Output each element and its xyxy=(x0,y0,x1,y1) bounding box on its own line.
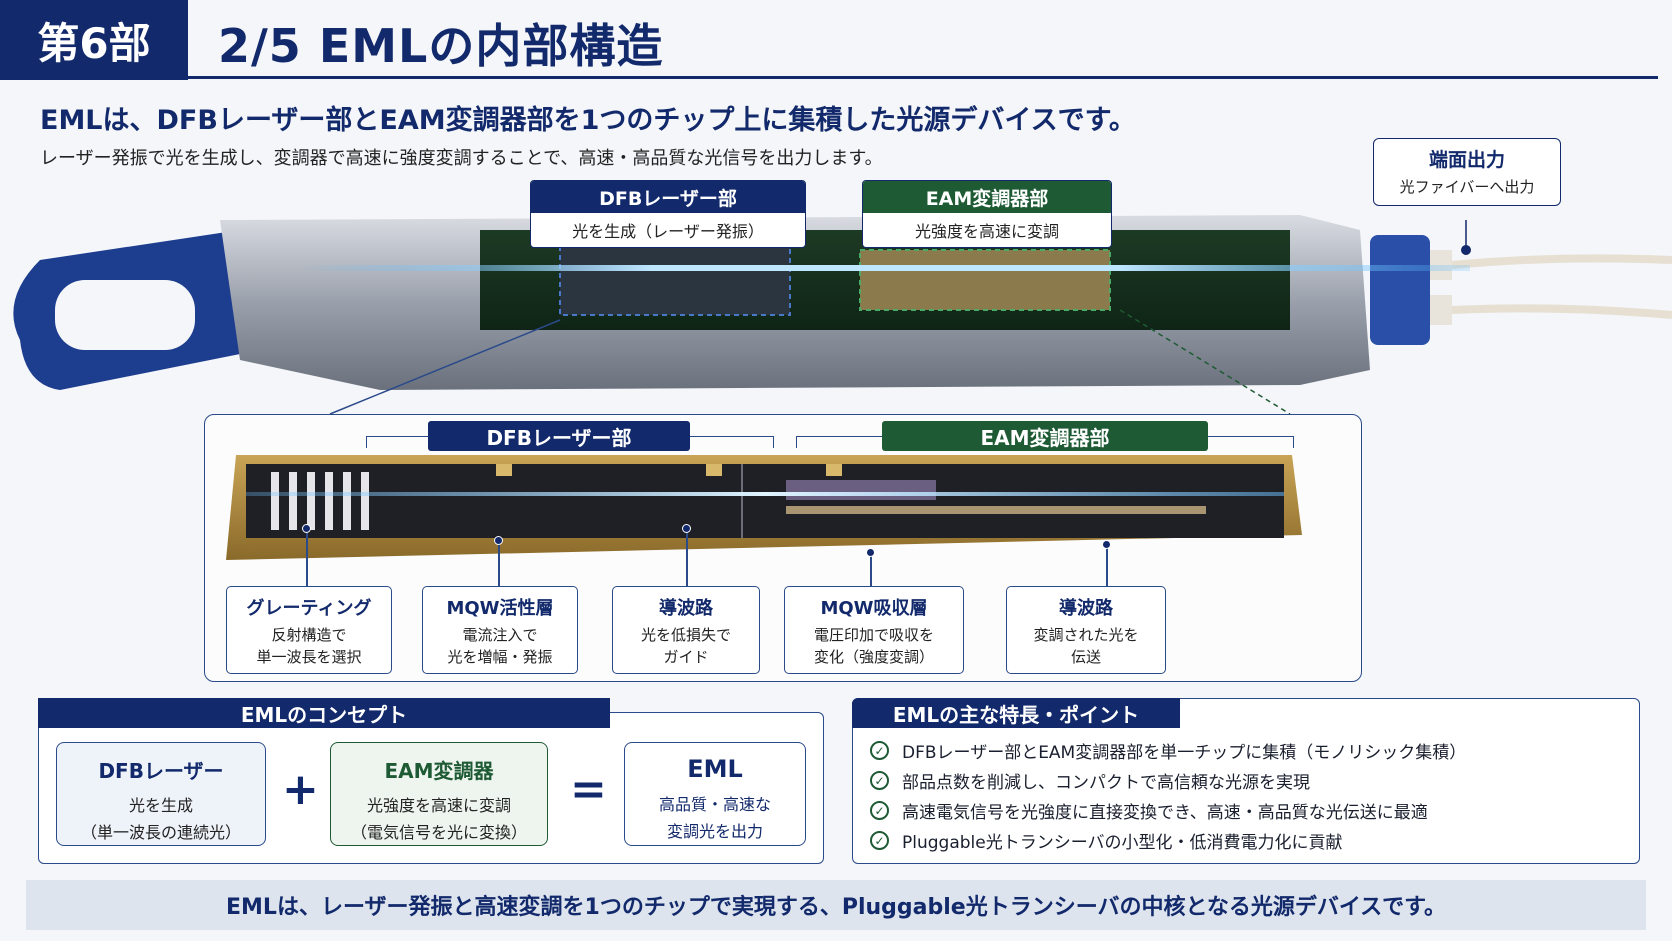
callout-grating: グレーティング 反射構造で 単一波長を選択 xyxy=(226,586,392,674)
concept-eml-box: EML 高品質・高速な 変調光を出力 xyxy=(624,742,806,846)
output-desc: 光ファイバーへ出力 xyxy=(1399,178,1535,196)
feature-item: ✓ DFBレーザー部とEAM変調器部を単一チップに集積（モノリシック集積） xyxy=(870,738,1466,763)
connector-line xyxy=(870,552,872,586)
callout-title: 導波路 xyxy=(1059,598,1113,619)
callout-title: グレーティング xyxy=(246,598,372,619)
concept-eam-line: 光強度を高速に変調 xyxy=(366,796,511,815)
callout-line: 変化（強度変調） xyxy=(813,648,934,666)
eml-chip-illustration xyxy=(226,455,1302,560)
plus-sign: + xyxy=(282,764,319,815)
callout-line: 変調された光を xyxy=(1033,626,1139,644)
callout-line: 単一波長を選択 xyxy=(256,648,362,666)
eam-module-desc: 光強度を高速に変調 xyxy=(914,222,1059,241)
headline: EMLは、DFBレーザー部とEAM変調器部を1つのチップ上に集積した光源デバイス… xyxy=(40,105,1136,136)
connector-dot xyxy=(866,548,875,557)
concept-dfb-line: （単一波長の連続光） xyxy=(80,823,241,842)
connector-line xyxy=(306,528,308,586)
output-title: 端面出力 xyxy=(1428,149,1505,171)
callout-title: 導波路 xyxy=(659,598,713,619)
check-icon: ✓ xyxy=(870,771,889,790)
connector-dot xyxy=(682,524,691,533)
connector-dot xyxy=(1102,540,1111,549)
callout-line: 電圧印加で吸収を xyxy=(813,626,934,644)
callout-line: 伝送 xyxy=(1070,648,1101,666)
callout-mqw-active: MQW活性層 電流注入で 光を増幅・発振 xyxy=(422,586,578,674)
feature-item: ✓ Pluggable光トランシーバの小型化・低消費電力化に貢献 xyxy=(870,828,1343,853)
header-rule xyxy=(188,76,1658,79)
dfb-module-desc: 光を生成（レーザー発振） xyxy=(572,222,764,241)
callout-line: ガイド xyxy=(663,648,709,666)
dfb-module-label: DFBレーザー部 光を生成（レーザー発振） xyxy=(530,180,806,248)
concept-title: EMLのコンセプト xyxy=(38,698,610,728)
check-icon: ✓ xyxy=(870,831,889,850)
callout-line: 電流注入で xyxy=(462,626,538,644)
concept-dfb-line: 光を生成 xyxy=(128,796,193,815)
chip-dfb-tag: DFBレーザー部 xyxy=(428,421,690,451)
optical-connector xyxy=(1370,235,1430,345)
part-badge: 第6部 xyxy=(0,0,188,80)
concept-dfb-box: DFBレーザー 光を生成 （単一波長の連続光） xyxy=(56,742,266,846)
concept-eam-line: （電気信号を光に変換） xyxy=(350,823,527,842)
feature-text: Pluggable光トランシーバの小型化・低消費電力化に貢献 xyxy=(902,833,1343,853)
feature-text: DFBレーザー部とEAM変調器部を単一チップに集積（モノリシック集積） xyxy=(902,743,1467,763)
callout-line: 反射構造で xyxy=(271,626,347,644)
connector-line xyxy=(686,528,688,586)
callout-line: 光を低損失で xyxy=(640,626,731,644)
chip-eam-tag: EAM変調器部 xyxy=(882,421,1208,451)
callout-waveguide-1: 導波路 光を低損失で ガイド xyxy=(612,586,760,674)
concept-eam-box: EAM変調器 光強度を高速に変調 （電気信号を光に変換） xyxy=(330,742,548,846)
callout-title: MQW吸収層 xyxy=(820,598,928,619)
connector-line xyxy=(1106,544,1108,586)
feature-text: 高速電気信号を光強度に直接変換でき、高速・高品質な光伝送に最適 xyxy=(902,803,1428,823)
callout-mqw-absorb: MQW吸収層 電圧印加で吸収を 変化（強度変調） xyxy=(784,586,964,674)
callout-waveguide-2: 導波路 変調された光を 伝送 xyxy=(1006,586,1166,674)
feature-item: ✓ 部品点数を削減し、コンパクトで高信頼な光源を実現 xyxy=(870,768,1310,793)
concept-dfb-title: DFBレーザー xyxy=(98,759,224,783)
concept-eam-title: EAM変調器 xyxy=(384,759,494,783)
dfb-module-title: DFBレーザー部 xyxy=(531,181,805,213)
features-title: EMLの主な特長・ポイント xyxy=(852,698,1180,728)
concept-eml-title: EML xyxy=(687,755,743,783)
concept-eml-line: 高品質・高速な xyxy=(658,795,771,814)
equals-sign: = xyxy=(570,764,607,815)
callout-line: 光を増幅・発振 xyxy=(447,648,553,666)
eam-module-title: EAM変調器部 xyxy=(863,181,1111,213)
feature-text: 部品点数を削減し、コンパクトで高信頼な光源を実現 xyxy=(902,773,1310,793)
callout-title: MQW活性層 xyxy=(446,598,554,619)
subline: レーザー発振で光を生成し、変調器で高速に強度変調することで、高速・高品質な光信号… xyxy=(40,148,883,169)
footer-summary: EMLは、レーザー発振と高速変調を1つのチップで実現する、Pluggable光ト… xyxy=(26,880,1646,930)
concept-eml-line: 変調光を出力 xyxy=(666,822,763,841)
eam-module-label: EAM変調器部 光強度を高速に変調 xyxy=(862,180,1112,248)
feature-item: ✓ 高速電気信号を光強度に直接変換でき、高速・高品質な光伝送に最適 xyxy=(870,798,1428,823)
output-callout: 端面出力 光ファイバーへ出力 xyxy=(1373,138,1561,206)
connector-line xyxy=(498,540,500,586)
slide-title: 2/5 EMLの内部構造 xyxy=(218,19,664,73)
connector-dot xyxy=(494,536,503,545)
check-icon: ✓ xyxy=(870,741,889,760)
check-icon: ✓ xyxy=(870,801,889,820)
transceiver-module-illustration xyxy=(13,215,1672,415)
connector-dot xyxy=(302,524,311,533)
